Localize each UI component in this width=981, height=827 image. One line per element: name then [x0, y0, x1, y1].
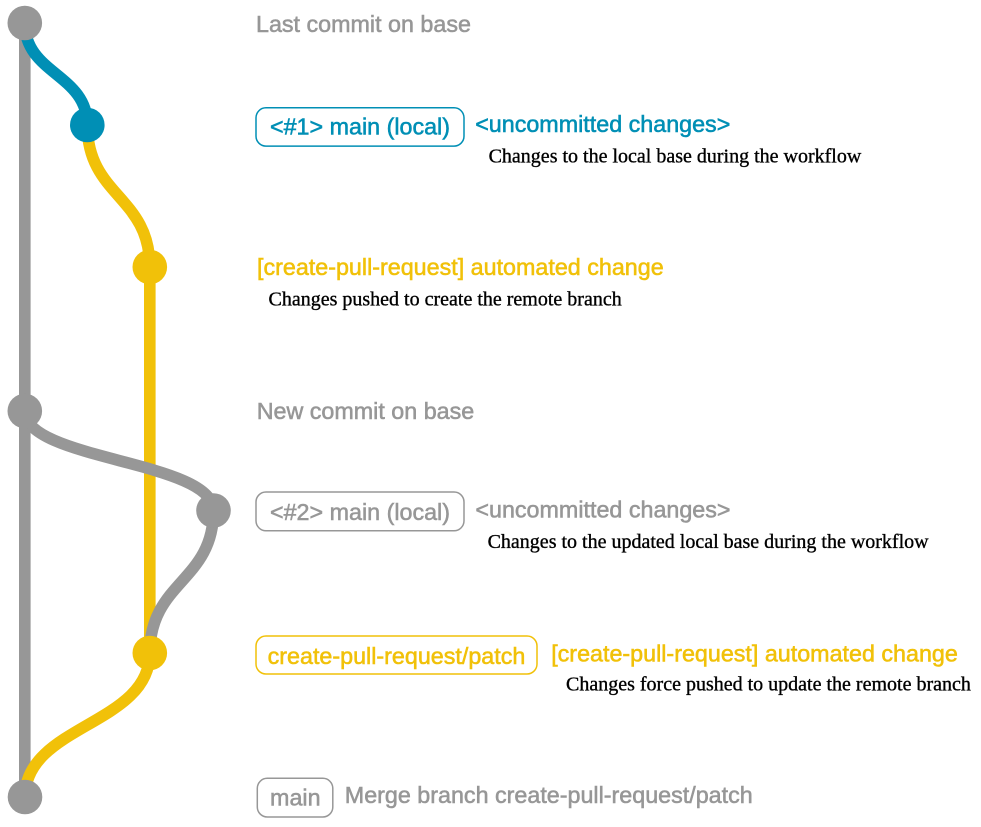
- svg-text:Changes to the local base duri: Changes to the local base during the wor…: [489, 145, 862, 167]
- svg-text:main: main: [270, 784, 321, 810]
- svg-text:Changes force pushed to update: Changes force pushed to update the remot…: [566, 673, 971, 695]
- svg-text:[create-pull-request] automate: [create-pull-request] automated change: [551, 641, 958, 667]
- svg-text:Changes to the updated local b: Changes to the updated local base during…: [488, 531, 930, 553]
- svg-text:<#2> main (local): <#2> main (local): [270, 499, 450, 525]
- svg-text:Merge branch create-pull-reque: Merge branch create-pull-request/patch: [345, 782, 753, 808]
- svg-text:<#1> main (local): <#1> main (local): [270, 114, 450, 140]
- svg-text:New commit on base: New commit on base: [257, 398, 475, 424]
- svg-text:Last commit on base: Last commit on base: [256, 11, 471, 37]
- svg-text:Changes pushed to create the r: Changes pushed to create the remote bran…: [269, 289, 622, 311]
- svg-text:<uncommitted changes>: <uncommitted changes>: [475, 111, 730, 137]
- svg-text:[create-pull-request] automate: [create-pull-request] automated change: [257, 254, 664, 280]
- svg-text:<uncommitted changes>: <uncommitted changes>: [475, 496, 730, 522]
- svg-text:create-pull-request/patch: create-pull-request/patch: [268, 643, 526, 669]
